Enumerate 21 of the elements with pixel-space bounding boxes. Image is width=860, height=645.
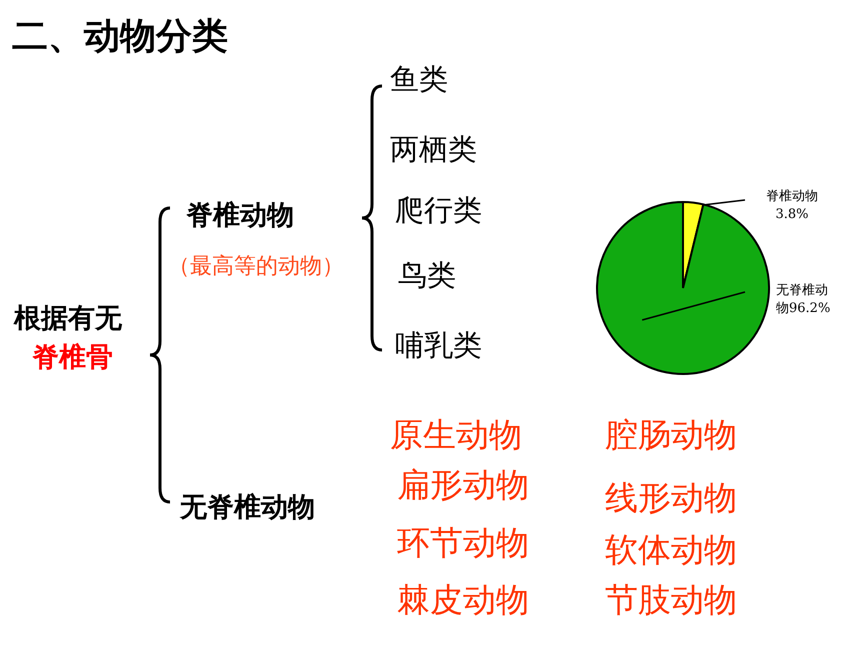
category-label: 哺乳类 — [395, 328, 482, 363]
category-label: 棘皮动物 — [397, 580, 529, 620]
pie-label: 脊椎动物 3.8% — [765, 188, 819, 224]
category-label: （最高等的动物） — [168, 254, 344, 280]
title: 二、动物分类 — [12, 15, 228, 59]
category-label: 节肢动物 — [605, 580, 737, 620]
pie-label: 无脊椎动物96.2% — [776, 282, 832, 318]
category-label: 脊椎骨 — [32, 342, 113, 374]
category-label: 线形动物 — [605, 478, 737, 518]
category-label: 软体动物 — [605, 530, 737, 570]
category-label: 鱼类 — [390, 62, 448, 97]
category-label: 脊椎动物 — [186, 200, 294, 232]
category-label: 扁形动物 — [397, 465, 529, 505]
category-label: 无脊椎动物 — [180, 492, 315, 524]
category-label: 腔肠动物 — [605, 415, 737, 455]
category-label: 两栖类 — [390, 132, 477, 167]
category-label: 鸟类 — [398, 258, 456, 293]
category-label: 环节动物 — [397, 523, 529, 563]
category-label: 原生动物 — [390, 415, 522, 455]
category-label: 根据有无 — [14, 303, 122, 336]
category-label: 爬行类 — [395, 193, 482, 228]
